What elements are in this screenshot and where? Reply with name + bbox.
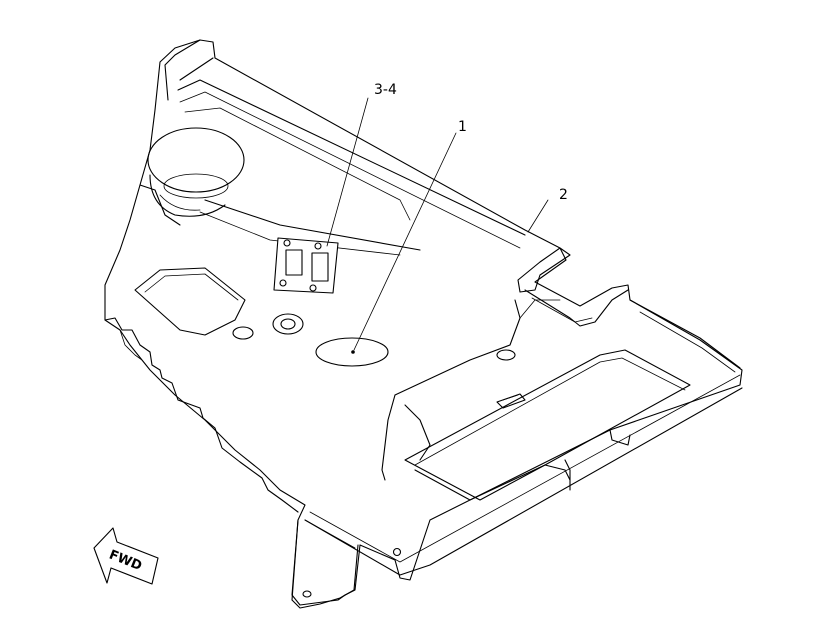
floor-panel <box>104 39 743 609</box>
fwd-label: FWD <box>107 547 144 574</box>
leader-line-1 <box>353 132 457 351</box>
leader-line-2 <box>527 199 549 233</box>
callout-label-1: 1 <box>458 119 467 135</box>
fwd-arrow-icon: FWD <box>93 527 159 585</box>
leader-line-3-4 <box>326 97 369 247</box>
switch-panel <box>273 237 339 294</box>
callout-label-3-4: 3-4 <box>374 82 397 98</box>
callout-label-2: 2 <box>559 187 568 203</box>
leader-lines <box>326 97 549 351</box>
